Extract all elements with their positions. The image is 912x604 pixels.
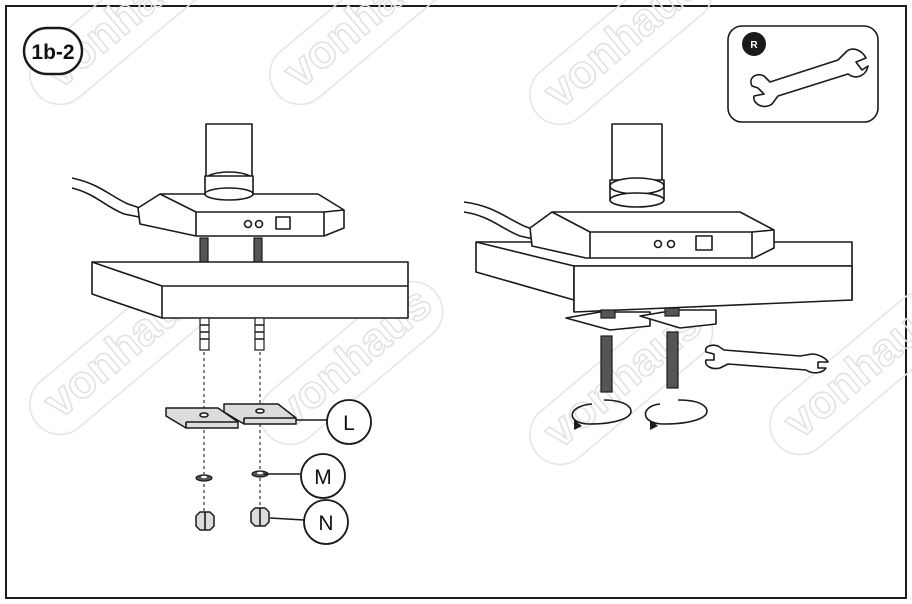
tool-badge <box>742 32 766 56</box>
bolt-lower <box>666 331 679 389</box>
bolt-lower <box>254 317 265 351</box>
wrench-icon <box>750 48 869 108</box>
base-plate <box>137 193 345 237</box>
step-label: 1b-2 <box>31 41 74 64</box>
pole <box>611 123 663 187</box>
callout-l-text: L <box>343 412 355 435</box>
base-plate <box>529 211 775 259</box>
wrench-icon <box>704 344 829 374</box>
bolt-lower <box>199 317 210 351</box>
callout-m <box>300 453 346 499</box>
rotate-arrow-icon <box>644 399 708 430</box>
tool-box: R <box>727 25 879 123</box>
bolt-lower <box>600 335 613 393</box>
pole <box>205 123 253 181</box>
step-badge: 1b-2 <box>22 26 84 76</box>
desk-block <box>91 261 409 319</box>
right-assembly <box>463 123 853 430</box>
left-assembly: L M N <box>71 123 409 545</box>
callout-m-text: M <box>314 466 332 489</box>
plate-l <box>165 407 239 429</box>
cable <box>71 177 147 211</box>
rotate-arrow-icon <box>571 399 632 430</box>
callout-n-text: N <box>318 512 333 535</box>
plate-l <box>223 403 297 425</box>
callout-n <box>303 499 349 545</box>
tool-badge-text: R <box>750 40 758 51</box>
pole-collar <box>609 177 665 195</box>
callout-l <box>326 399 372 445</box>
